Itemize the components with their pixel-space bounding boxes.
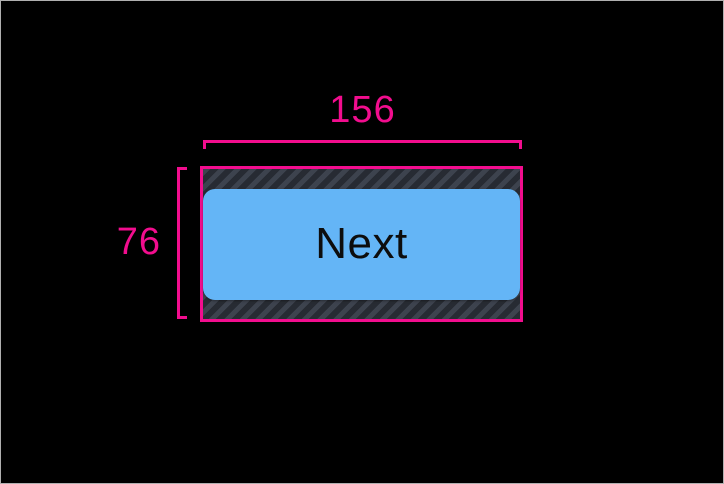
touch-target-outline: Next [200, 166, 523, 322]
width-dimension-bracket [203, 140, 522, 149]
height-dimension-label: 76 [116, 221, 161, 263]
width-dimension-label: 156 [329, 89, 396, 131]
height-dimension-bracket [177, 167, 187, 319]
next-button[interactable]: Next [203, 188, 520, 300]
